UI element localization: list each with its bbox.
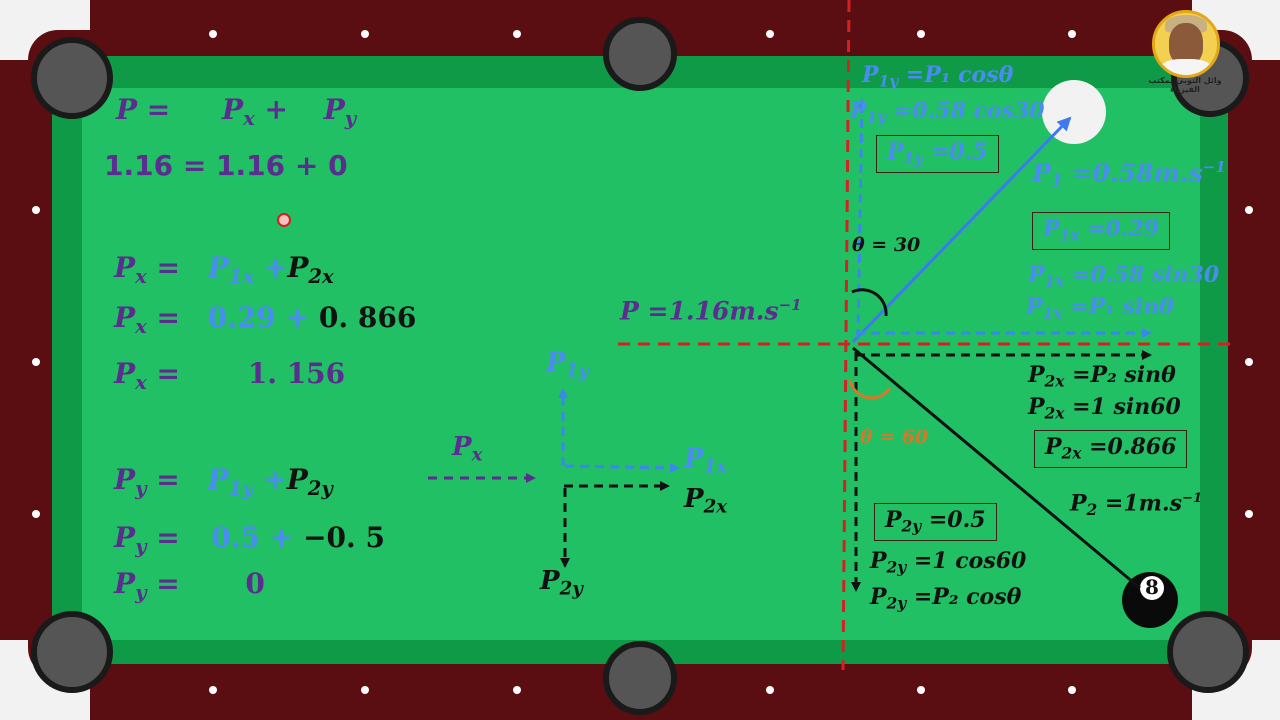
label-p1-momentum: P1 =0.58m.s−1: [1032, 158, 1226, 192]
eq-px-row1: Px = P1x +P2x: [114, 251, 334, 288]
label-p2-momentum: P2 =1m.s−1: [1070, 490, 1203, 519]
rail-diamonds: [32, 30, 1253, 694]
box-p1y-result: P1y =0.5: [876, 135, 999, 173]
box-p2y-result: P2y =0.5: [874, 503, 997, 541]
pocket-top-mid: [603, 17, 677, 91]
eight-ball-number: 8: [1145, 575, 1159, 599]
label-theta-30: θ = 30: [852, 234, 921, 256]
p1-vector: [851, 116, 1072, 344]
eq-px-row2: Px = 0.29 + 0. 866: [114, 301, 417, 338]
cursor-marker: [277, 213, 291, 227]
angle-arc-60: [848, 379, 892, 400]
eq-p-values: 1.16 = 1.16 + 0: [104, 149, 348, 182]
pocket-bottom-mid: [603, 641, 677, 715]
label-p1y-numeric: P1y =0.58 cos30: [850, 98, 1045, 127]
pocket-bottom-left: [31, 611, 113, 693]
box-p1x-result: P1x =0.29: [1032, 212, 1171, 250]
label-theta-60: θ = 60: [860, 426, 929, 448]
label-p1x-small: P1x: [684, 444, 728, 478]
label-p1x-formula: P1x =P₁ sinθ: [1026, 294, 1174, 323]
felt: [82, 88, 1200, 640]
label-p2x-formula: P2x =P₂ sinθ: [1028, 362, 1176, 391]
label-p1x-numeric: P1x =0.58 sin30: [1028, 262, 1220, 291]
pocket-bottom-right: [1167, 611, 1249, 693]
cue-ball: [1042, 80, 1106, 144]
label-p2y-formula: P2y =P₂ cosθ: [870, 584, 1022, 613]
label-p1y-formula: P1y =P₁ cosθ: [862, 62, 1014, 91]
label-p2x-small: P2x: [684, 484, 728, 518]
label-p2x-numeric: P2x =1 sin60: [1028, 394, 1181, 423]
label-p2y-numeric: P2y =1 cos60: [870, 548, 1027, 577]
channel-logo-text: وائل التوبي بمكتب الفيزياء: [1148, 76, 1222, 95]
channel-logo: [1152, 10, 1220, 78]
eq-p-row: P = Px + Py: [116, 93, 357, 130]
vertical-axis: [841, 0, 851, 671]
label-p2y-small: P2y: [540, 566, 583, 600]
angle-arc-30: [851, 288, 888, 317]
label-p1y-small: P1y: [546, 348, 589, 382]
pocket-top-left-rim: [31, 37, 113, 119]
eq-py-row1: Py = P1y +P2y: [114, 463, 333, 500]
label-total-momentum: P =1.16m.s−1: [620, 296, 802, 326]
eq-py-row3: Py = 0: [114, 567, 265, 604]
pocket-top-left: [34, 40, 110, 116]
eq-py-row2: Py = 0.5 + −0. 5: [114, 521, 386, 558]
p2-vector: [852, 346, 1141, 590]
box-p2x-result: P2x =0.866: [1034, 430, 1188, 468]
label-px-small: Px: [452, 432, 483, 466]
eq-px-row3: Px = 1. 156: [114, 357, 346, 394]
